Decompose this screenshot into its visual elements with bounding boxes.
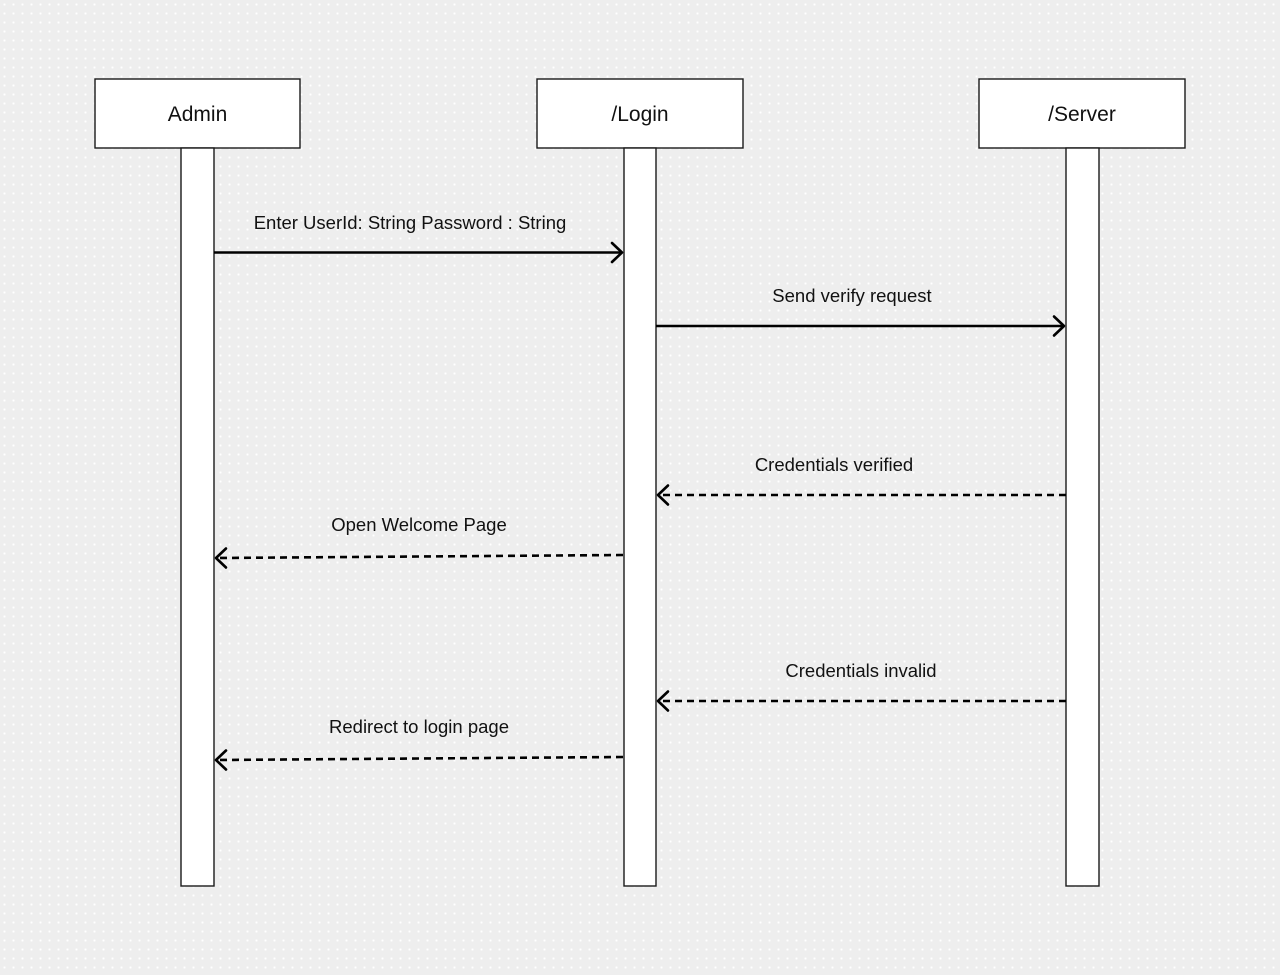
participant-box-login [536, 78, 744, 149]
message-send-verify-request: Send verify request [656, 285, 1066, 337]
message-label: Credentials invalid [785, 660, 936, 681]
message-label: Send verify request [772, 285, 931, 306]
lifeline-server [1065, 147, 1100, 887]
message-label: Open Welcome Page [331, 514, 507, 535]
participant-login: /Login [536, 78, 744, 887]
arrow-head-left-icon [656, 484, 670, 506]
lifeline-admin [180, 147, 215, 887]
lifeline-login [623, 147, 657, 887]
message-arrow-line [216, 553, 624, 560]
arrow-head-left-icon [214, 547, 228, 569]
message-arrow-line [216, 755, 624, 762]
message-enter-credentials: Enter UserId: String Password : String [214, 212, 624, 264]
participant-box-admin [94, 78, 301, 149]
arrow-head-left-icon [214, 749, 228, 771]
message-redirect-to-login: Redirect to login page [214, 716, 624, 771]
arrow-head-right-icon [610, 241, 624, 264]
message-open-welcome-page: Open Welcome Page [214, 514, 624, 569]
message-credentials-invalid: Credentials invalid [656, 660, 1066, 712]
arrow-head-right-icon [1052, 315, 1066, 337]
participant-label-admin: Admin [168, 103, 228, 126]
participant-admin: Admin [94, 78, 301, 887]
message-label: Credentials verified [755, 454, 913, 475]
participant-server: /Server [978, 78, 1186, 887]
message-label: Redirect to login page [329, 716, 509, 737]
message-label: Enter UserId: String Password : String [254, 212, 567, 233]
message-credentials-verified: Credentials verified [656, 454, 1066, 506]
arrow-head-left-icon [656, 690, 670, 712]
participant-box-server [978, 78, 1186, 149]
participant-label-server: /Server [1048, 103, 1116, 126]
participant-label-login: /Login [611, 103, 668, 126]
